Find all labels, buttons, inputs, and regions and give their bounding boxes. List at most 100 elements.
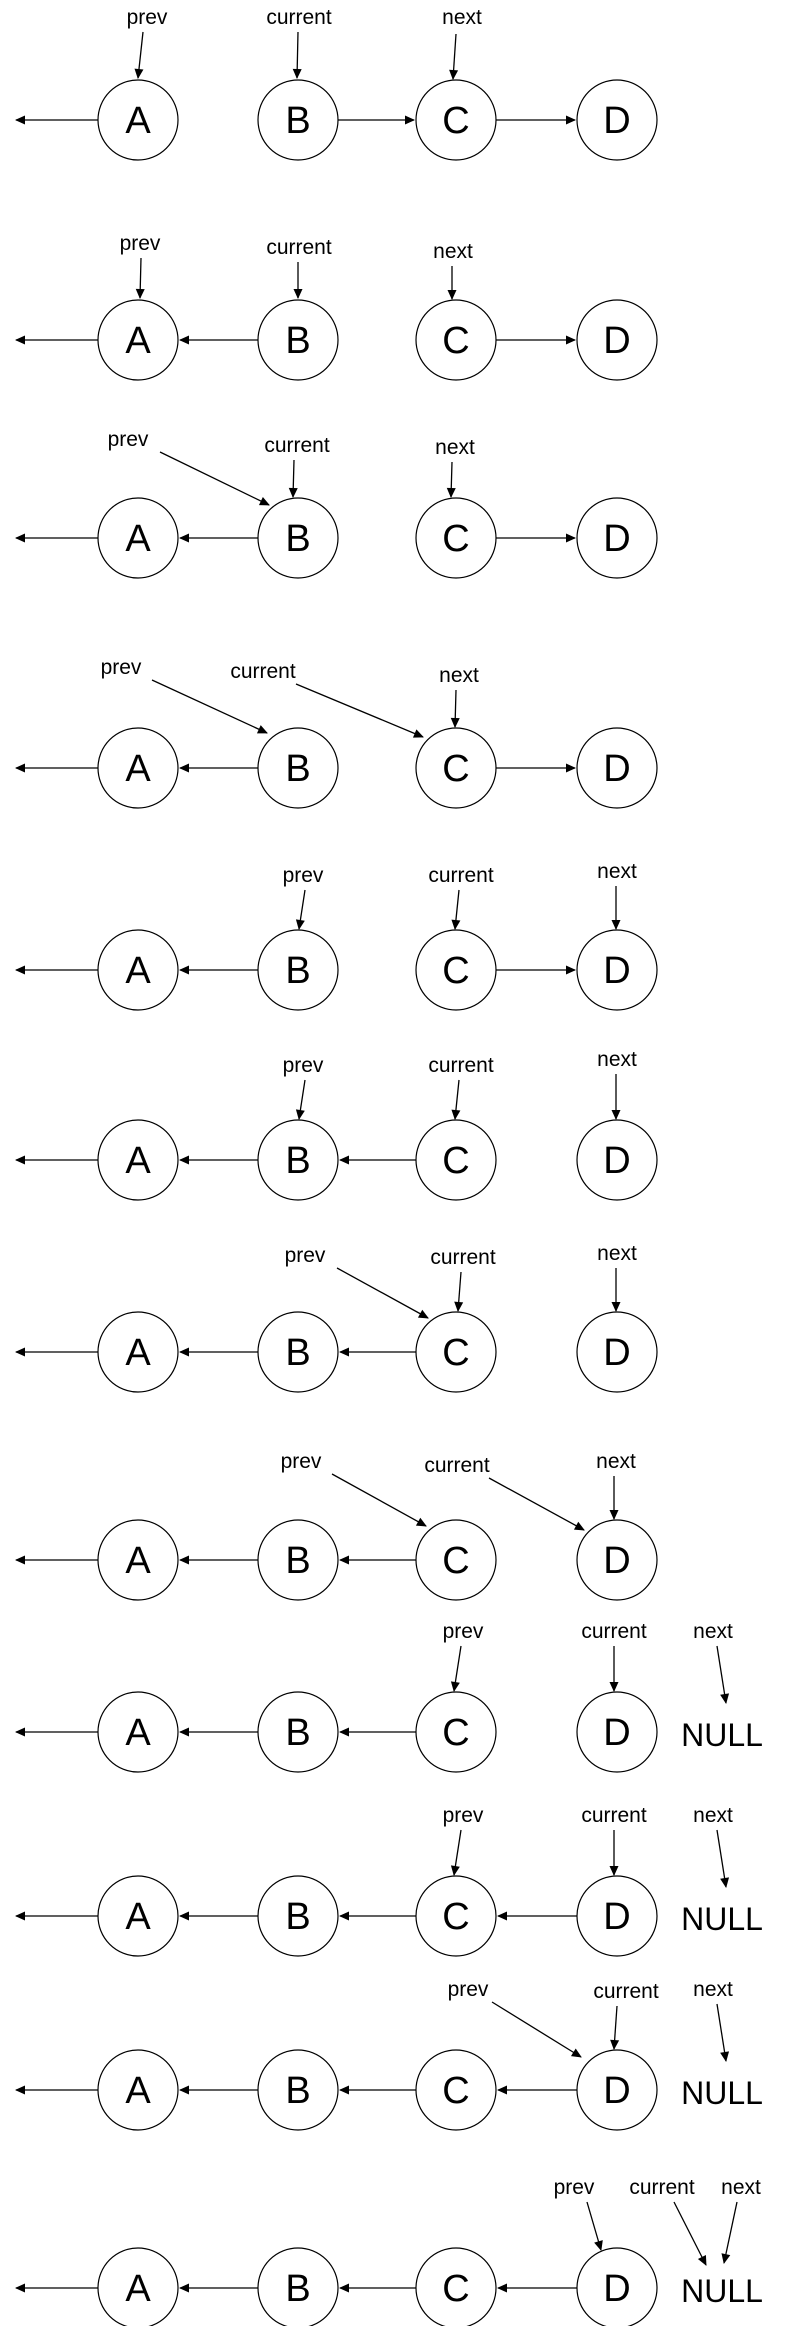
pointer-label-next: next [597,1242,637,1265]
node-label-C: C [442,1712,469,1754]
node-circle-A [97,1875,179,1957]
node-label-B: B [285,950,310,992]
pointer-arrow-next [446,461,456,498]
node-label-A: A [125,1896,151,1938]
pointer-arrow-current [454,1271,464,1312]
node-circle-D [576,497,658,579]
pointer-label-current: current [581,1804,647,1827]
node-circle-D [576,79,658,161]
pointer-label-prev: prev [283,864,324,887]
node-label-A: A [125,2268,151,2310]
node-label-D: D [603,2268,630,2310]
node-label-B: B [285,748,310,790]
node-label-B: B [285,320,310,362]
node-label-C: C [442,100,469,142]
node-circle-C [415,1519,497,1601]
pointer-arrow-prev [135,257,145,299]
pointer-label-next: next [433,240,473,263]
node-label-A: A [125,1712,151,1754]
node-label-A: A [125,2070,151,2112]
pointer-arrow-prev [331,1473,427,1527]
node-circle-B [257,299,339,381]
node-label-B: B [285,1540,310,1582]
node-circle-B [257,929,339,1011]
pointer-label-next: next [442,6,482,29]
node-label-C: C [442,320,469,362]
pointer-arrow-prev [151,679,268,734]
node-label-D: D [603,1540,630,1582]
node-circle-D [576,2049,658,2131]
pointer-arrow-prev [295,1079,306,1120]
pointer-label-prev: prev [127,6,168,29]
node-circle-D [576,1311,658,1393]
node-label-C: C [442,2070,469,2112]
pointer-arrow-next [721,2201,738,2264]
null-label: NULL [681,2075,763,2111]
node-circle-B [257,79,339,161]
node-circle-A [97,1691,179,1773]
pointer-label-prev: prev [283,1054,324,1077]
pointer-arrow-current [451,889,461,930]
node-label-D: D [603,100,630,142]
pointer-label-prev: prev [108,428,149,451]
node-label-D: D [603,320,630,362]
node-circle-C [415,497,497,579]
node-circle-C [415,1119,497,1201]
pointer-label-prev: prev [281,1450,322,1473]
pointer-label-next: next [435,436,475,459]
node-circle-D [576,1519,658,1601]
node-label-B: B [285,1896,310,1938]
pointer-arrow-current [488,1477,585,1531]
node-label-B: B [285,2268,310,2310]
node-label-B: B [285,1712,310,1754]
null-label: NULL [681,1717,763,1753]
node-label-C: C [442,518,469,560]
node-label-C: C [442,950,469,992]
pointer-label-current: current [266,236,332,259]
node-label-D: D [603,950,630,992]
pointer-label-prev: prev [443,1620,484,1643]
node-circle-A [97,929,179,1011]
node-label-B: B [285,100,310,142]
node-label-A: A [125,320,151,362]
pointer-label-current: current [581,1620,647,1643]
null-label: NULL [681,2273,763,2309]
node-circle-A [97,79,179,161]
node-circle-B [257,1119,339,1201]
pointer-label-prev: prev [554,2176,595,2199]
node-circle-B [257,727,339,809]
node-label-C: C [442,748,469,790]
node-label-B: B [285,1140,310,1182]
pointer-label-current: current [230,660,296,683]
node-circle-C [415,1691,497,1773]
pointer-arrow-current [451,1079,461,1120]
pointer-arrow-prev [336,1267,429,1319]
pointer-label-current: current [424,1454,490,1477]
node-circle-B [257,1691,339,1773]
pointer-label-current: current [629,2176,695,2199]
node-label-D: D [603,748,630,790]
node-label-A: A [125,1332,151,1374]
node-label-A: A [125,1140,151,1182]
node-circle-C [415,727,497,809]
node-label-A: A [125,748,151,790]
node-label-B: B [285,1332,310,1374]
pointer-arrow-current [295,683,424,738]
node-label-C: C [442,1540,469,1582]
node-circle-D [576,1875,658,1957]
node-label-C: C [442,1140,469,1182]
node-label-A: A [125,950,151,992]
node-circle-B [257,2049,339,2131]
pointer-label-next: next [597,860,637,883]
node-label-A: A [125,1540,151,1582]
null-label: NULL [681,1901,763,1937]
